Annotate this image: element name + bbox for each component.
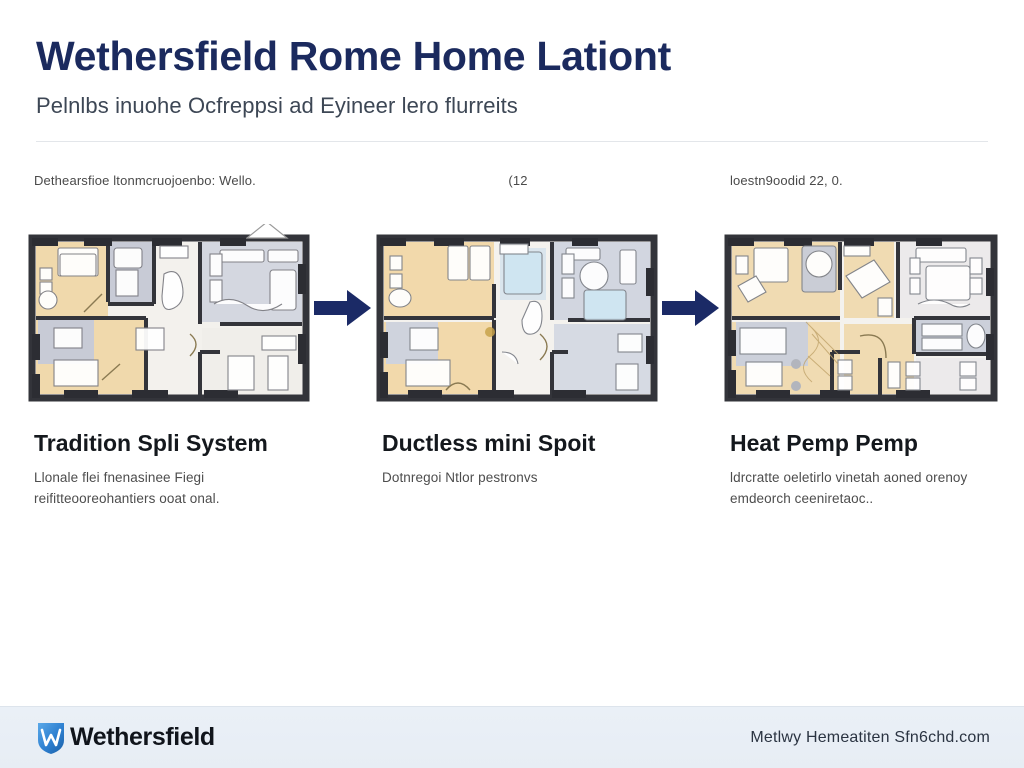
floorplan-diagram-3[interactable] [720, 224, 1010, 404]
panel-note-2: (12 [508, 173, 528, 189]
shield-logo-icon [38, 722, 64, 754]
panel-title-3: Heat Pemp Pemp [730, 430, 918, 457]
panel-body-1: Llonale flei fnenasinee Fiegi reifitteoo… [34, 469, 220, 506]
brand-lockup[interactable]: Wethersfield [36, 721, 215, 755]
flow-arrow-icon-1 [314, 290, 371, 327]
page-subtitle: Pelnlbs inuohe Ocfreppsi ad Eyineer lero… [36, 93, 518, 119]
panel-body-3: ldrcratte oeletirlo vinetah aoned orenoy… [730, 469, 968, 506]
panel-body-2: Dotnregoi Ntlor pestronvs [382, 469, 538, 485]
floorplan-svg-1 [28, 224, 310, 402]
footer: Wethersfield Metlwy Hemeatiten Sfn6chd.c… [0, 706, 1024, 768]
brand-name: Wethersfield [70, 723, 215, 751]
panel-caption-3: Heat Pemp Pemp ldrcratte oeletirlo vinet… [720, 430, 1010, 509]
header: Wethersfield Rome Home Lationt Pelnlbs i… [0, 0, 1024, 143]
panel-caption-1: Tradition Spli System Llonale flei fnena… [24, 430, 314, 509]
panel-traditional-split[interactable]: Dethearsfioe ltonmcruojoenbo: Wello. [24, 172, 314, 509]
panel-note-3: loestn9oodid 22, 0. [730, 173, 843, 189]
panel-heat-pump[interactable]: loestn9oodid 22, 0. [720, 172, 1010, 509]
panel-title-2: Ductless mini Spoit [382, 430, 596, 457]
page-title: Wethersfield Rome Home Lationt [36, 33, 671, 79]
comparison-row: Dethearsfioe ltonmcruojoenbo: Wello. [0, 142, 1024, 768]
floorplan-diagram-1[interactable] [24, 224, 314, 404]
floorplan-svg-3 [724, 234, 998, 402]
panel-title-1: Tradition Spli System [34, 430, 268, 457]
floorplan-diagram-2[interactable] [372, 224, 662, 404]
arrow-cell-2 [662, 172, 720, 328]
header-divider [36, 141, 988, 143]
floorplan-svg-2 [376, 234, 658, 402]
flow-arrow-icon-2 [662, 290, 719, 327]
panel-ductless-mini-split[interactable]: (12 [372, 172, 662, 488]
panel-note-1: Dethearsfioe ltonmcruojoenbo: Wello. [34, 173, 256, 189]
footer-url[interactable]: Metlwy Hemeatiten Sfn6chd.com [750, 728, 990, 746]
arrow-cell-1 [314, 172, 372, 328]
panel-caption-2: Ductless mini Spoit Dotnregoi Ntlor pest… [372, 430, 662, 488]
